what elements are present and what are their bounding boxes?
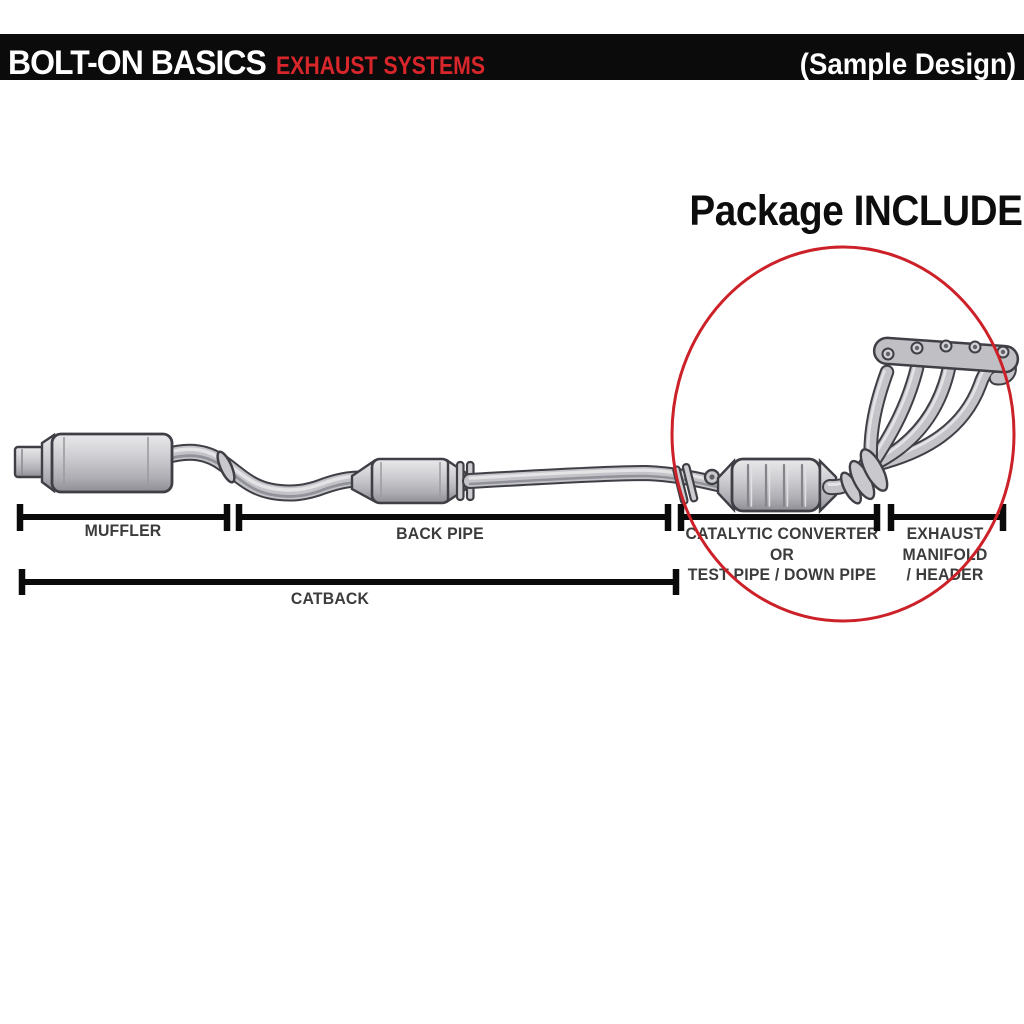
label-back-pipe: BACK PIPE <box>396 524 484 543</box>
collector-pipe <box>822 453 876 496</box>
label-catalytic-converter: CATALYTIC CONVERTER OR TEST PIPE / DOWN … <box>686 524 879 586</box>
package-include-heading: Package INCLUDE <box>689 187 1023 235</box>
label-manifold-line1: EXHAUST <box>906 524 984 543</box>
title-bar: BOLT-ON BASICS EXHAUST SYSTEMS (Sample D… <box>0 34 1024 82</box>
o2-sensor-bung <box>703 468 721 486</box>
header-flange <box>872 336 1020 374</box>
sample-design-note: (Sample Design) <box>799 48 1016 81</box>
label-catalytic-line3: TEST PIPE / DOWN PIPE <box>687 565 877 584</box>
label-muffler: MUFFLER <box>84 521 162 540</box>
collector-rings <box>839 448 889 505</box>
downpipe-flange <box>672 463 699 505</box>
label-exhaust-manifold: EXHAUST MANIFOLD / HEADER <box>903 524 988 586</box>
back-pipe-illustration <box>462 463 730 505</box>
catalytic-converter-illustration <box>716 457 838 514</box>
flange-bolt-holes <box>881 339 1010 361</box>
label-catalytic-line1: CATALYTIC CONVERTER <box>685 524 879 543</box>
muffler-illustration <box>13 432 174 494</box>
brand-subtitle: EXHAUST SYSTEMS <box>276 52 486 80</box>
header-illustration <box>839 336 1020 505</box>
intermediate-pipe <box>157 443 369 502</box>
label-catalytic-line2: OR <box>769 544 795 564</box>
label-manifold-line3: / HEADER <box>906 565 984 584</box>
label-manifold-line2: MANIFOLD <box>902 544 988 564</box>
label-catback: CATBACK <box>290 589 370 608</box>
pipe-hanger-ring <box>216 450 236 484</box>
resonator-illustration <box>350 457 475 505</box>
o2-sensor-hole <box>709 474 715 480</box>
brand-title: BOLT-ON BASICS <box>8 44 267 82</box>
resonator-joint-flange <box>455 460 475 502</box>
